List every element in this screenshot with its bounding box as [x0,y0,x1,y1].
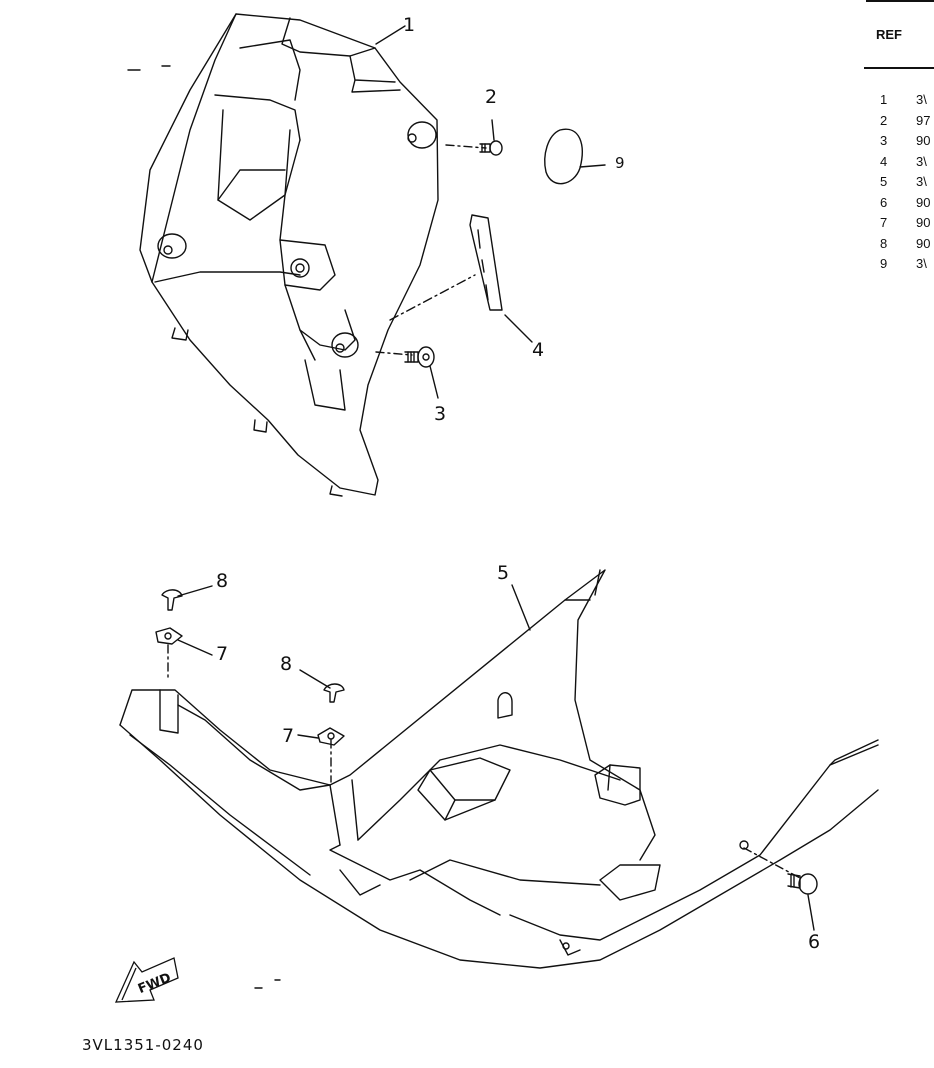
ref-number: 3 [880,133,888,148]
table-top-rule [866,0,934,2]
nut-part-7a [155,627,183,645]
ref-number: 4 [880,153,888,169]
table-row: 4 3\ [880,154,927,169]
floor-cover-panel [119,569,879,969]
ref-column-header: REF [876,27,902,42]
table-row: 6 90 [880,195,930,210]
callout-3: 3 [434,403,447,425]
callout-2: 2 [485,86,498,108]
fwd-label: FWD [136,970,173,997]
ref-number: 9 [880,256,888,271]
callout-6: 6 [808,931,821,953]
part-code: 3\ [916,92,927,107]
part-code: 90 [916,194,931,210]
table-row: 8 90 [880,236,930,251]
table-row: 2 97 [880,113,930,128]
part-code: 90 [916,215,931,230]
ref-number: 8 [880,235,888,251]
callout-7b: 7 [282,725,295,747]
screw-part-2 [479,140,503,156]
part-code: 97 [916,112,931,128]
fwd-arrow-icon: FWD [112,950,182,1015]
leg-shield-panel [139,13,439,497]
table-header-rule [864,67,934,69]
callout-9: 9 [615,154,625,172]
part-code: 3\ [916,153,927,169]
ref-number: 1 [880,92,888,107]
table-row: 5 3\ [880,174,927,189]
screw-part-6 [787,873,818,895]
part-code: 90 [916,235,931,251]
nut-part-7b [317,727,345,746]
table-row: 7 90 [880,215,930,230]
table-row: 1 3\ [880,92,927,107]
ref-number: 6 [880,194,888,210]
clip-part-8a [161,589,183,611]
ref-number: 7 [880,215,888,230]
callout-5: 5 [497,562,510,584]
bracket-part-4 [469,214,503,311]
part-code: 3\ [916,174,927,189]
part-code: 3\ [916,256,927,271]
table-row: 3 90 [880,133,930,148]
ref-number: 5 [880,174,888,189]
table-row: 9 3\ [880,256,927,271]
callout-8a: 8 [216,570,229,592]
part-code: 90 [916,133,931,148]
callout-8b: 8 [280,653,293,675]
callout-1: 1 [403,14,416,36]
callout-7a: 7 [216,643,229,665]
screw-part-3 [404,346,435,368]
callout-4: 4 [532,339,545,361]
drawing-code: 3VL1351-0240 [82,1036,204,1054]
cap-part-9 [544,128,583,185]
clip-part-8b [323,683,345,703]
ref-number: 2 [880,112,888,128]
